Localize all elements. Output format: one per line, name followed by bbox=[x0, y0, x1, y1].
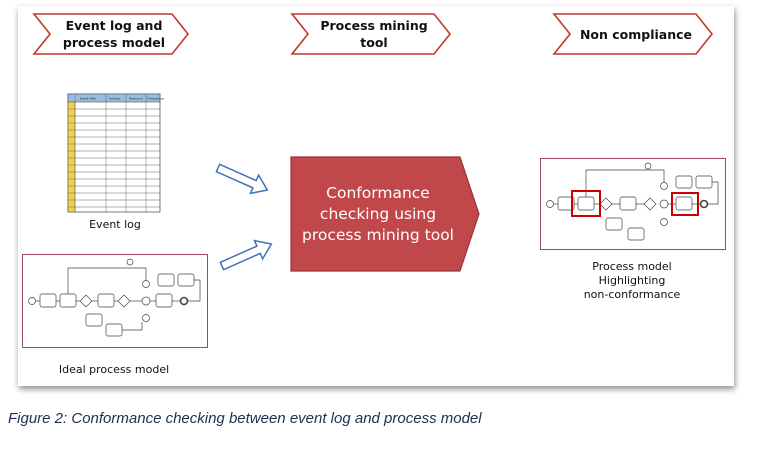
conformance-checking-label: Conformance checking using process minin… bbox=[302, 183, 454, 244]
highlight-box bbox=[671, 192, 699, 216]
highlight-box bbox=[571, 190, 601, 217]
step-chevron-event-log: Event log and process model bbox=[32, 12, 190, 56]
step-label: Process mining tool bbox=[320, 18, 428, 50]
ideal-model-caption: Ideal process model bbox=[58, 363, 170, 376]
conformance-checking-box bbox=[290, 156, 480, 272]
event-log-caption: Event log bbox=[89, 218, 141, 231]
arrow-outline-icon bbox=[219, 239, 273, 271]
step-label: Event log and process model bbox=[62, 18, 166, 50]
ideal-process-model bbox=[22, 254, 208, 348]
spreadsheet-rows bbox=[68, 108, 160, 208]
chevron-shape bbox=[290, 13, 452, 55]
step-chevron-process-mining: Process mining tool bbox=[290, 12, 452, 56]
spreadsheet-columns bbox=[74, 94, 147, 212]
result-model-caption: Process model Highlighting non-conforman… bbox=[583, 260, 681, 301]
spreadsheet-header: Timestamp bbox=[146, 97, 164, 101]
event-log-spreadsheet: Event Title Activity Resource Timestamp bbox=[67, 93, 164, 213]
chevron-shape bbox=[552, 13, 714, 55]
step-chevron-non-compliance: Non compliance bbox=[552, 12, 714, 56]
figure-caption: Figure 2: Conformance checking between e… bbox=[8, 410, 482, 427]
spreadsheet-header: Activity bbox=[109, 97, 120, 101]
spreadsheet-header: Event Title bbox=[80, 97, 96, 101]
arrow-outline-icon bbox=[215, 163, 269, 195]
non-conformance-process-model bbox=[540, 158, 726, 250]
chevron-shape bbox=[32, 13, 190, 55]
step-label: Non compliance bbox=[579, 26, 693, 42]
spreadsheet-header: Resource bbox=[129, 97, 143, 101]
